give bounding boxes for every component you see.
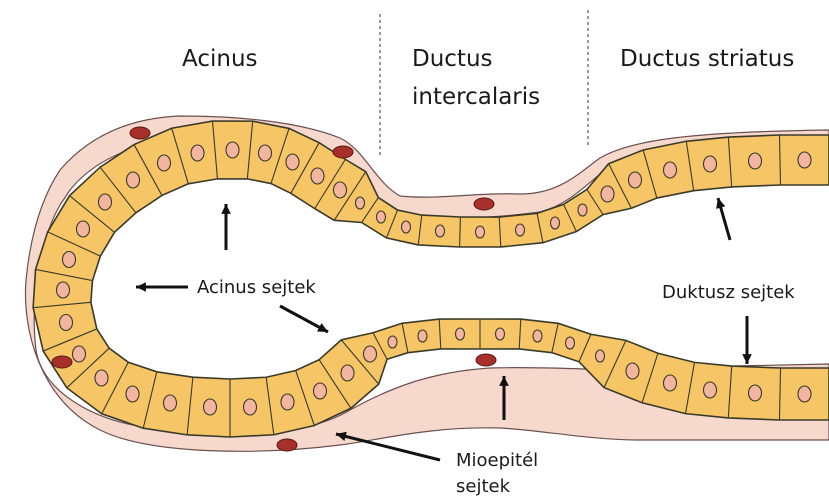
cell-nucleus	[63, 252, 76, 268]
myoepithelial-nucleus	[333, 146, 353, 158]
cell-boundary	[460, 217, 461, 247]
cell-nucleus	[341, 365, 354, 381]
pointer-arrow	[221, 204, 231, 250]
pointer-arrow	[742, 316, 752, 364]
myoepithelial-nucleus	[277, 439, 297, 451]
cell-nucleus	[388, 336, 397, 348]
cell-nucleus	[311, 168, 324, 184]
label-myoepithelial-line2: sejtek	[456, 476, 510, 497]
cell-nucleus	[798, 386, 811, 402]
header-striatus: Ductus striatus	[620, 46, 794, 72]
cell-nucleus	[364, 346, 377, 362]
cell-nucleus	[402, 221, 411, 233]
label-myoepithelial-line1: Mioepitél	[456, 450, 538, 471]
cell-nucleus	[334, 182, 347, 198]
cell-nucleus	[749, 153, 762, 169]
cell-nucleus	[77, 221, 90, 237]
cell-nucleus	[158, 155, 171, 171]
cell-nucleus	[436, 225, 445, 237]
cell-nucleus	[281, 394, 294, 410]
cell-nucleus	[99, 194, 112, 210]
cell-nucleus	[356, 197, 365, 209]
cell-nucleus	[566, 337, 575, 349]
cell-nucleus	[578, 204, 587, 216]
myoepithelial-nucleus	[474, 198, 494, 210]
pointer-arrow	[280, 306, 328, 332]
label-acinus-cells: Acinus sejtek	[197, 277, 316, 298]
cell-nucleus	[226, 142, 239, 158]
myoepithelial-nucleus	[130, 127, 150, 139]
pointer-arrow	[136, 282, 188, 292]
cell-nucleus	[73, 346, 86, 362]
header-intercalaris-line2: intercalaris	[412, 84, 540, 110]
myoepithelial-nucleus	[52, 356, 72, 368]
cell-nucleus	[626, 363, 639, 379]
cell-nucleus	[749, 385, 762, 401]
cell-nucleus	[456, 328, 465, 340]
cell-nucleus	[596, 350, 605, 362]
cell-nucleus	[496, 328, 505, 340]
cell-nucleus	[57, 282, 70, 298]
cell-nucleus	[191, 145, 204, 161]
cell-nucleus	[244, 399, 257, 415]
cell-nucleus	[204, 399, 217, 415]
cell-nucleus	[516, 224, 525, 236]
cell-nucleus	[286, 154, 299, 170]
cell-nucleus	[259, 145, 272, 161]
cell-nucleus	[314, 383, 327, 399]
cell-nucleus	[127, 172, 140, 188]
cell-nucleus	[601, 186, 614, 202]
cell-nucleus	[95, 370, 108, 386]
myoepithelial-nucleus	[476, 354, 496, 366]
cell-nucleus	[476, 226, 485, 238]
header-acinus: Acinus	[182, 46, 258, 72]
label-duct-cells: Duktusz sejtek	[662, 282, 795, 303]
cell-nucleus	[798, 152, 811, 168]
cell-nucleus	[377, 211, 386, 223]
header-intercalaris-line1: Ductus	[412, 46, 493, 72]
pointer-arrow	[716, 198, 730, 240]
cell-nucleus	[704, 156, 717, 172]
cell-nucleus	[164, 395, 177, 411]
cell-nucleus	[418, 330, 427, 342]
cell-nucleus	[664, 375, 677, 391]
cell-nucleus	[126, 386, 139, 402]
cell-nucleus	[704, 382, 717, 398]
cell-nucleus	[60, 315, 73, 331]
cell-nucleus	[664, 162, 677, 178]
cell-nucleus	[551, 217, 560, 229]
cell-nucleus	[629, 172, 642, 188]
cell-nucleus	[533, 330, 542, 342]
